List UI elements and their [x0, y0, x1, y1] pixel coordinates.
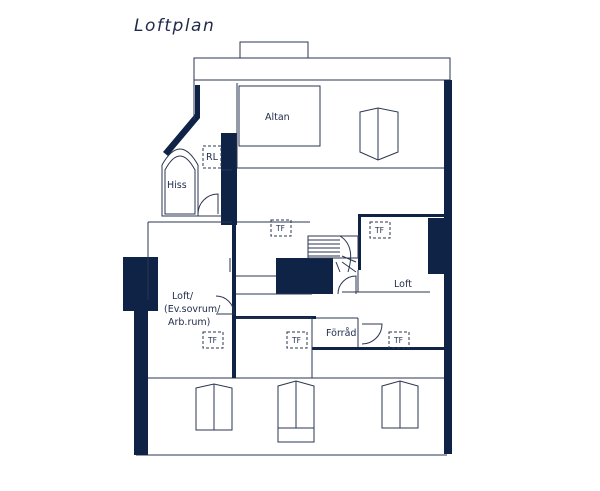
- tf-marker: TF: [202, 331, 224, 349]
- thick-walls: [123, 80, 452, 455]
- plan-title: Loftplan: [134, 16, 215, 36]
- outer-outline: [135, 57, 451, 456]
- tf-label: TF: [207, 336, 217, 345]
- tf-marker: TF: [369, 221, 391, 239]
- room-label-altan: Altan: [265, 112, 290, 123]
- tf-label: TF: [393, 336, 403, 345]
- tf-label: TF: [374, 226, 384, 235]
- room-label-rl: RL: [206, 152, 219, 163]
- tf-label: TF: [275, 224, 285, 233]
- room-label-loft-left-line1: Loft/: [172, 291, 194, 302]
- room-label-hiss: Hiss: [167, 180, 187, 191]
- interior-lines: [147, 83, 444, 379]
- tf-marker: TF: [270, 219, 292, 237]
- tf-label: TF: [291, 336, 301, 345]
- roof-hatch: [239, 41, 309, 59]
- room-label-forrad: Förråd: [326, 328, 356, 339]
- room-label-loft-right: Loft: [394, 279, 412, 290]
- tf-marker: TF: [388, 331, 410, 349]
- tf-marker: TF: [286, 331, 308, 349]
- room-label-loft-left-line2: (Ev.sovrum/: [164, 304, 221, 315]
- roof-windows: [195, 107, 419, 443]
- room-label-loft-left-line3: Arb.rum): [168, 317, 210, 328]
- staircase: [307, 235, 359, 273]
- door-swings: [197, 193, 383, 345]
